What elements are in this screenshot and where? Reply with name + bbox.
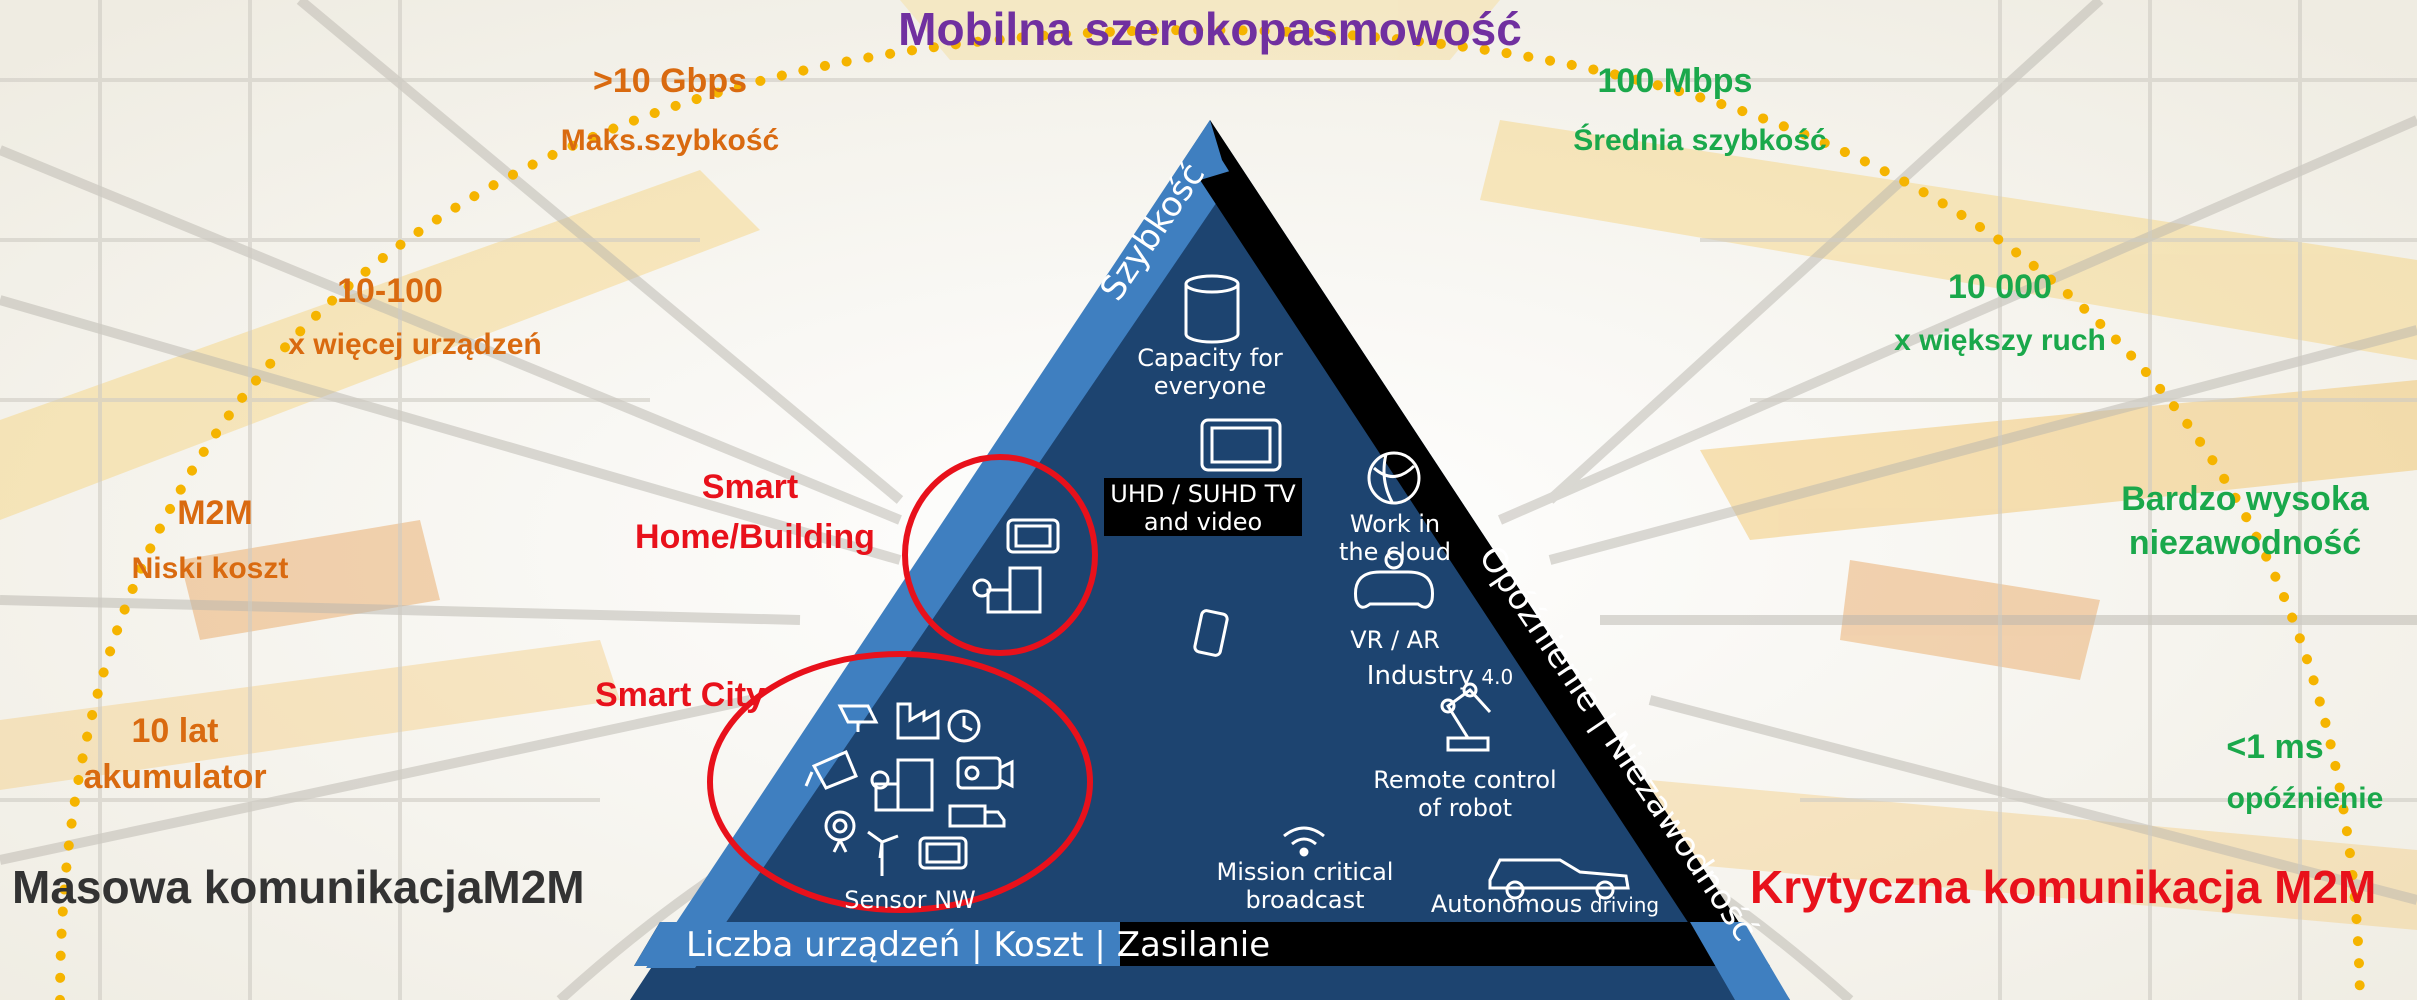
right-caption-1: Średnia szybkość <box>1573 124 1827 157</box>
tablet-icon <box>918 836 968 870</box>
car-icon <box>1488 858 1630 900</box>
smart-home-circle <box>902 454 1098 656</box>
left-caption-4: akumulator <box>83 758 267 796</box>
smart-city-label: Smart City <box>594 676 766 714</box>
clock-icon <box>947 709 981 743</box>
industry-label-version: 4.0 <box>1481 665 1514 689</box>
left-value-4: 10 lat <box>131 712 219 750</box>
cloud-label-line1: Work in <box>1349 510 1441 538</box>
solar-panel-icon <box>837 704 879 732</box>
sensor-label: Sensor NW <box>844 886 976 914</box>
left-corner-label: Masowa komunikacjaM2M <box>12 861 585 913</box>
right-value-2: 10 000 <box>1948 268 2052 306</box>
smart-city-circle <box>707 651 1093 913</box>
uhd-label-line2: and video <box>1143 508 1263 536</box>
mission-label: Mission critical broadcast <box>1200 858 1410 914</box>
mission-label-line1: Mission critical <box>1216 858 1394 886</box>
building-icon <box>870 758 934 812</box>
autonomous-label-suffix: driving <box>1589 893 1660 917</box>
camera-icon <box>804 750 858 790</box>
autonomous-label-main: Autonomous <box>1430 890 1583 918</box>
robot-label-line2: of robot <box>1417 794 1513 822</box>
vr-label: VR / AR <box>1350 626 1440 654</box>
factory-icon <box>896 702 940 740</box>
cloud-label: Work in the cloud <box>1320 510 1470 566</box>
left-caption-2: x więcej urządzeń <box>288 328 542 361</box>
gamepad-icon <box>1354 550 1434 609</box>
robot-arm-icon <box>1440 682 1492 752</box>
globe-icon <box>1367 451 1421 505</box>
right-value-3: Bardzo wysoka <box>2121 480 2369 518</box>
industry-label: Industry 4.0 <box>1340 662 1540 691</box>
right-caption-3: niezawodność <box>2128 524 2362 562</box>
uhd-label-line1: UHD / SUHD TV <box>1110 480 1296 508</box>
right-value-1: 100 Mbps <box>1597 62 1753 100</box>
right-caption-2: x większy ruch <box>1894 324 2106 357</box>
left-caption-1: Maks.szybkość <box>560 124 780 157</box>
right-corner-label: Krytyczna komunikacja M2M <box>1750 861 2377 913</box>
phone-icon <box>1193 609 1229 657</box>
smart-home-label-line1: Smart <box>701 468 799 506</box>
database-icon <box>1184 274 1240 344</box>
bottom-edge-blue <box>634 922 1120 966</box>
robot-label: Remote control of robot <box>1360 766 1570 822</box>
right-edge-band <box>1210 120 1790 1000</box>
left-edge-band <box>646 120 1240 968</box>
capacity-label-line1: Capacity for <box>1137 344 1283 372</box>
mission-label-line2: broadcast <box>1245 886 1365 914</box>
industry-label-main: Industry <box>1366 661 1474 691</box>
left-value-3: M2M <box>177 494 253 532</box>
building-icon <box>972 566 1042 614</box>
right-value-4: <1 ms <box>2226 728 2324 766</box>
tablet-icon <box>1200 418 1282 472</box>
uhd-label-box <box>1104 478 1302 536</box>
tablet-icon <box>1006 518 1060 554</box>
triangle-body <box>630 120 1790 1000</box>
page-title: Mobilna szerokopasmowość <box>898 3 1522 55</box>
wind-turbine-icon <box>867 830 899 876</box>
uhd-label: UHD / SUHD TV and video <box>1104 480 1302 536</box>
capacity-label-line2: everyone <box>1153 372 1267 400</box>
capacity-label: Capacity for everyone <box>1110 344 1310 400</box>
video-camera-icon <box>956 756 1014 790</box>
autonomous-label: Autonomous driving <box>1420 890 1670 919</box>
left-value-1: >10 Gbps <box>592 62 747 100</box>
truck-icon <box>948 804 1006 828</box>
robot-label-line1: Remote control <box>1373 766 1557 794</box>
bottom-edge-label: Liczba urządzeń | Koszt | Zasilanie <box>686 925 1270 965</box>
right-caption-4: opóźnienie <box>2226 782 2384 815</box>
antenna-icon <box>824 810 856 853</box>
wifi-icon <box>1283 826 1325 857</box>
cloud-label-line2: the cloud <box>1338 538 1451 566</box>
left-value-2: 10-100 <box>337 272 443 310</box>
left-caption-3: Niski koszt <box>131 552 289 585</box>
smart-home-label-line2: Home/Building <box>635 518 875 556</box>
